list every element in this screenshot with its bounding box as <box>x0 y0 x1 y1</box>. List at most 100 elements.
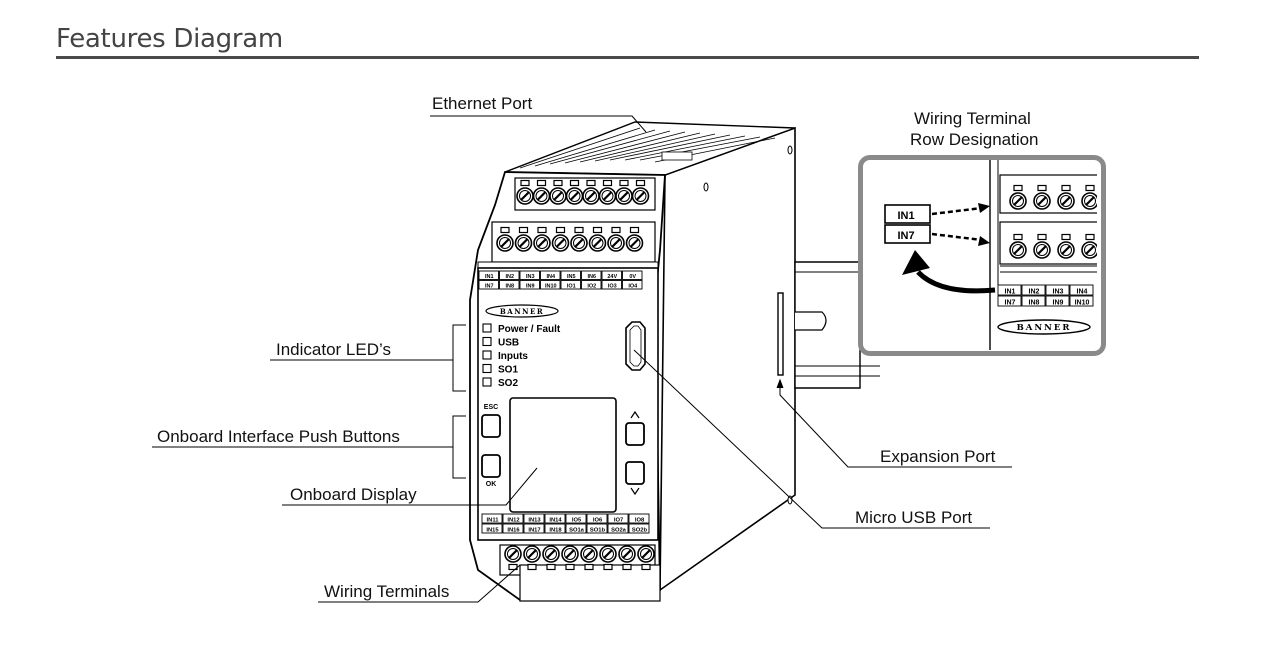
row-tag-in1 <box>884 204 931 224</box>
terminal-label-in8: IN8 <box>1029 300 1040 307</box>
led-indicator <box>482 336 492 347</box>
terminal-screw-icon <box>625 233 644 253</box>
led-indicator <box>482 350 492 360</box>
terminal-slot <box>1037 184 1047 192</box>
expansion-port <box>777 292 784 376</box>
terminal-label-io1: IO1 <box>567 284 576 290</box>
terminal-label-in8: IN8 <box>505 284 514 290</box>
terminal-label-cell <box>1021 284 1046 296</box>
terminal-screw-icon <box>1008 191 1028 211</box>
terminal-label-cell <box>478 270 499 280</box>
callout-row-designation-line1: Wiring Terminal <box>914 109 1031 128</box>
terminal-slot <box>1085 184 1095 192</box>
terminal-screw-icon <box>1106 193 1122 209</box>
terminal-label-in4: IN4 <box>546 274 556 280</box>
up-arrow-icon <box>630 410 640 419</box>
terminal-screw-icon <box>565 186 584 206</box>
terminal-screw-icon <box>548 186 568 206</box>
terminal-label-cell <box>560 270 581 280</box>
terminal-label-cell <box>1069 295 1094 307</box>
terminal-screw-icon <box>541 544 561 564</box>
terminal-label-in3: IN3 <box>1053 289 1064 296</box>
terminal-label-so1b: SO1b <box>590 528 606 534</box>
terminal-slot <box>569 179 580 187</box>
terminal-label-in3: IN3 <box>526 274 535 280</box>
callout-push-buttons: Onboard Interface Push Buttons <box>157 427 400 446</box>
terminal-label-cell <box>540 270 561 280</box>
din-rail <box>794 261 880 389</box>
terminal-label-so2b: SO2b <box>632 528 648 534</box>
inset-banner-logo <box>997 319 1091 335</box>
terminal-label-io5: IO5 <box>572 518 582 524</box>
terminal-screw-icon <box>1080 191 1097 211</box>
terminal-label-in10: IN10 <box>1075 300 1090 307</box>
terminal-label-cell <box>523 513 545 524</box>
terminal-screw-icon <box>1056 240 1076 260</box>
ok-button[interactable] <box>481 454 501 478</box>
terminal-label-cell <box>628 523 650 534</box>
terminal-label-in14: IN14 <box>549 518 562 524</box>
row-tag-in7-text: IN7 <box>897 230 914 242</box>
terminal-label-in1: IN1 <box>485 274 494 280</box>
up-button[interactable] <box>625 422 645 446</box>
terminal-label-cell <box>565 523 587 534</box>
led-label: USB <box>498 338 519 349</box>
terminal-label-in5: IN5 <box>567 274 576 280</box>
terminal-slot <box>1037 233 1047 241</box>
led-indicator <box>482 323 492 333</box>
terminal-label-cell <box>502 513 524 524</box>
micro-usb-port <box>625 321 646 371</box>
down-button[interactable] <box>625 461 645 485</box>
led-label: Inputs <box>498 351 528 362</box>
esc-button[interactable] <box>481 414 501 438</box>
terminal-screw-icon <box>614 186 634 206</box>
callout-ethernet-port: Ethernet Port <box>432 94 533 113</box>
terminal-label-io4: IO4 <box>628 284 638 290</box>
terminal-screw-icon <box>569 233 589 253</box>
terminal-slot <box>1061 233 1071 241</box>
terminal-slot <box>537 226 547 234</box>
row-tag-in7 <box>884 224 931 244</box>
terminal-label-cell <box>586 523 608 534</box>
terminal-label-in13: IN13 <box>528 518 541 524</box>
callout-onboard-display: Onboard Display <box>290 485 417 504</box>
terminal-screw-icon <box>1080 240 1097 260</box>
terminal-screw-icon <box>631 186 650 206</box>
down-arrow-icon <box>630 487 640 496</box>
terminal-slot <box>553 179 563 187</box>
terminal-label-cell <box>601 280 622 290</box>
terminal-slot <box>584 563 594 571</box>
terminal-label-in2: IN2 <box>505 274 514 280</box>
terminal-label-in9: IN9 <box>1053 300 1064 307</box>
terminal-label-cell <box>1069 284 1094 296</box>
terminal-label-in15: IN15 <box>486 528 499 534</box>
terminal-slot <box>641 563 651 571</box>
terminal-label-cell <box>601 270 622 280</box>
curved-arrow-icon <box>916 270 996 294</box>
terminal-screw-icon <box>588 233 607 253</box>
terminal-slot <box>1061 184 1071 192</box>
terminal-label-cell <box>622 270 643 280</box>
terminal-label-so1a: SO1a <box>569 528 585 534</box>
terminal-slot <box>622 563 632 571</box>
led-label: Power / Fault <box>498 324 561 335</box>
terminal-label-io7: IO7 <box>614 518 623 524</box>
terminal-slot <box>586 179 596 187</box>
terminal-label-cell <box>997 284 1022 296</box>
terminal-slot <box>546 563 556 571</box>
leader-lines <box>152 115 1012 603</box>
led-indicator <box>482 377 492 387</box>
terminal-screw-icon <box>551 233 570 253</box>
onboard-display <box>509 397 617 513</box>
terminal-label-in17: IN17 <box>528 528 540 534</box>
terminal-slot <box>1110 235 1118 240</box>
lower-terminal-block-back <box>519 564 661 602</box>
terminal-slot <box>555 226 566 234</box>
title-divider <box>56 56 1199 59</box>
terminal-slot <box>1110 186 1118 191</box>
